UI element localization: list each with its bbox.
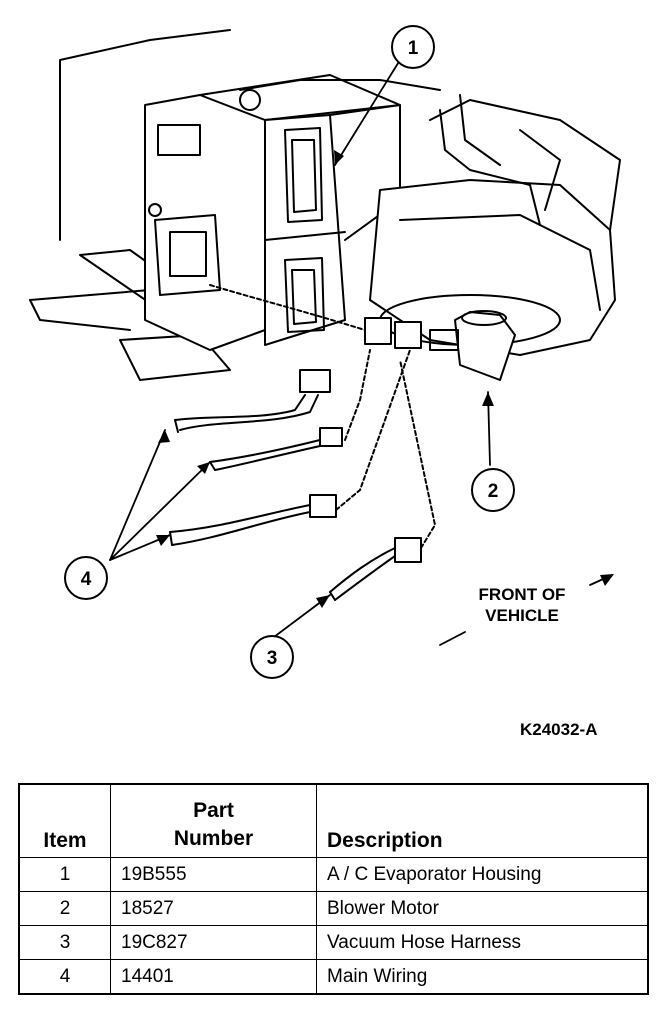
table-row: 3 19C827 Vacuum Hose Harness <box>18 925 649 960</box>
header-description: Description <box>316 783 649 858</box>
blower-motor <box>429 310 516 381</box>
table-row: 1 19B555 A / C Evaporator Housing <box>18 857 649 892</box>
cell-item: 2 <box>18 891 111 926</box>
table-row: 2 18527 Blower Motor <box>18 891 649 926</box>
figure-code: K24032-A <box>520 720 598 739</box>
arrowheads <box>156 150 614 608</box>
cell-part-number: 19B555 <box>110 857 317 892</box>
callout-3-label: 3 <box>267 648 278 669</box>
callout-2: 2 <box>471 468 515 512</box>
cell-description: Main Wiring <box>316 959 649 995</box>
parts-table-header: Item Part Number Description <box>18 783 649 858</box>
cell-description: Vacuum Hose Harness <box>316 925 649 960</box>
header-item: Item <box>18 783 111 858</box>
cell-description: A / C Evaporator Housing <box>316 857 649 892</box>
cell-item: 4 <box>18 959 111 995</box>
cell-part-number: 18527 <box>110 891 317 926</box>
table-row: 4 14401 Main Wiring <box>18 959 649 995</box>
cell-item: 3 <box>18 925 111 960</box>
front-label-line1: FRONT OF <box>478 585 566 604</box>
callout-1-label: 1 <box>408 38 419 59</box>
cell-part-number: 19C827 <box>110 925 317 960</box>
header-part-number-line1: Part <box>193 799 234 822</box>
cell-item: 1 <box>18 857 111 892</box>
front-of-vehicle-label: FRONT OF VEHICLE <box>462 584 582 626</box>
header-part-number-line2: Number <box>173 827 254 850</box>
callout-4: 4 <box>64 556 108 600</box>
callout-3: 3 <box>250 635 294 679</box>
callout-4-label: 4 <box>81 569 92 590</box>
housing-connectors <box>209 284 422 349</box>
front-label-line2: VEHICLE <box>485 606 559 625</box>
evaporator-housing <box>144 74 401 351</box>
parts-table: Item Part Number Description 1 19B555 A … <box>18 783 649 995</box>
header-part-number: Part Number <box>110 783 317 858</box>
callout-1: 1 <box>391 25 435 69</box>
callout-2-label: 2 <box>488 481 499 502</box>
blower-housing <box>369 94 621 356</box>
component-diagram: 1 2 3 4 <box>29 25 621 679</box>
main-wiring-harness <box>169 349 411 546</box>
vacuum-hose-harness <box>329 359 436 601</box>
cell-part-number: 14401 <box>110 959 317 995</box>
cell-description: Blower Motor <box>316 891 649 926</box>
